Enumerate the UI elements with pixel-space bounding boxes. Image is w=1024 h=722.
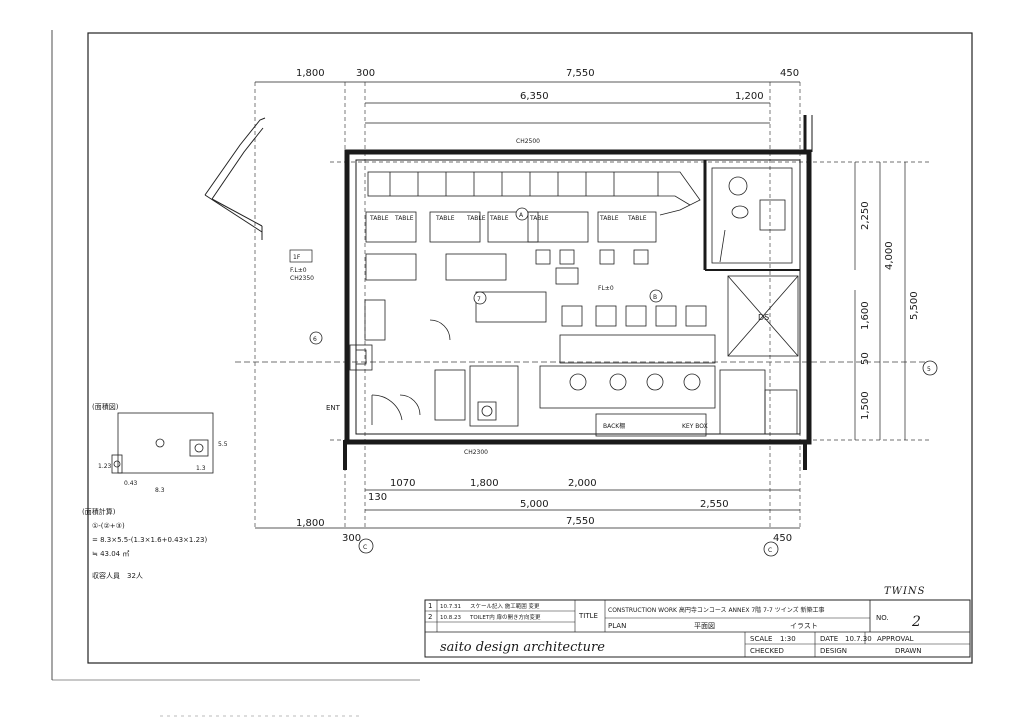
dim-top-300: 300 <box>356 68 375 79</box>
dim-bottom-5000: 5,000 <box>520 499 549 510</box>
dim-bottom-1070: 1070 <box>390 478 415 489</box>
ds-label: DS <box>758 313 769 322</box>
twins-stamp: TWINS <box>884 586 926 597</box>
drawing-frame <box>51 30 973 681</box>
ch-top-label: CH2500 <box>516 138 540 145</box>
grid-marker-7: 7 <box>477 296 481 303</box>
kitchen-equipment <box>434 365 798 437</box>
dim-bottom-total-7550: 7,550 <box>566 516 595 527</box>
room-tag-box <box>289 249 313 263</box>
building-walls <box>343 115 813 470</box>
rev-2-date: 10.8.23 <box>440 615 461 621</box>
dim-right-2250: 2,250 <box>860 201 871 230</box>
dining-tables <box>365 211 657 285</box>
dim-bottom-1800: 1,800 <box>470 478 499 489</box>
exterior-angled-walls <box>204 117 266 240</box>
title-label: TITLE <box>578 612 598 620</box>
table-label-2: TABLE <box>394 215 414 222</box>
rev-2-desc: TOILET内 扉の開き方向変更 <box>469 613 541 621</box>
table-label-5: TABLE <box>529 215 549 222</box>
dim-right-50: 50 <box>860 352 871 365</box>
date-value: 10.7.30 <box>845 635 872 643</box>
table-label-7: TABLE <box>627 215 647 222</box>
checked-label: CHECKED <box>750 647 784 655</box>
dim-top-6350: 6,350 <box>520 91 549 102</box>
grid-marker-5: 5 <box>927 366 931 373</box>
grid-marker-b: B <box>653 294 657 301</box>
grid-marker-6: 6 <box>313 336 317 343</box>
counter-stools <box>475 291 716 364</box>
rev-1-date: 10.7.31 <box>440 604 461 610</box>
table-label-6: TABLE <box>599 215 619 222</box>
dim-right-1500: 1,500 <box>860 391 871 420</box>
table-label-1: TABLE <box>369 215 389 222</box>
dim-bottom-2550: 2,550 <box>700 499 729 510</box>
dimension-lines <box>255 81 906 529</box>
dim-top-7550: 7,550 <box>566 68 595 79</box>
grid-marker-a: A <box>519 212 524 219</box>
grid-marker-c: C <box>363 544 367 551</box>
date-label: DATE <box>820 635 838 643</box>
room-tag-1f: 1F <box>293 254 301 261</box>
grid-marker-c2: C <box>768 547 772 554</box>
area-dim-123: 1.23 <box>98 463 112 470</box>
ch-label: CH2350 <box>290 275 314 282</box>
capacity-note: 収容人員 32人 <box>92 571 143 580</box>
dim-bottom-total-300: 300 <box>342 533 361 544</box>
area-calc-line1: ①-(②+③) <box>92 522 125 530</box>
dim-top-1800: 1,800 <box>296 68 325 79</box>
plan-value: 平面図 <box>694 622 715 630</box>
area-calc-line3: ≒ 43.04 ㎡ <box>92 550 129 558</box>
rev-1-desc: スケール記入 施工範囲 変更 <box>470 602 540 610</box>
ch-bottom-label: CH2300 <box>464 449 488 456</box>
fl-center-label: FL±0 <box>598 285 614 292</box>
rev-2-no: 2 <box>428 613 432 621</box>
area-diagram-heading: (面積図) <box>92 402 119 411</box>
dim-bottom-2000: 2,000 <box>568 478 597 489</box>
plan-sub: イラスト <box>790 622 818 630</box>
entrance-label: ENT <box>326 404 341 412</box>
dim-right-4000: 4,000 <box>884 241 895 270</box>
approval-label: APPROVAL <box>877 635 914 643</box>
grid-marker-circles <box>309 207 938 557</box>
table-label-8: TABLE <box>466 215 486 222</box>
back-shelf-label: BACK棚 <box>603 422 625 430</box>
design-label: DESIGN <box>820 647 847 655</box>
fl-label: F.L±0 <box>290 267 307 274</box>
area-calc-title: (面積計算) <box>82 507 116 516</box>
firm-name: saito design architecture <box>440 640 605 655</box>
structure-grid <box>235 82 930 530</box>
toilet-room <box>711 167 793 264</box>
title-block <box>424 599 971 658</box>
area-dim-043: 0.43 <box>124 480 138 487</box>
table-label-3: TABLE <box>435 215 455 222</box>
area-calc-line2: = 8.3×5.5-(1.3×1.6+0.43×1.23) <box>92 536 208 544</box>
dim-bottom-130: 130 <box>368 492 387 503</box>
area-diagram <box>111 412 214 474</box>
key-box-label: KEY BOX <box>682 423 708 430</box>
construction-work-title: CONSTRUCTION WORK 高円寺コンコース ANNEX 7階 7-7 … <box>608 606 825 614</box>
scale-value: 1:30 <box>780 635 796 643</box>
dim-right-5500: 5,500 <box>909 291 920 320</box>
area-dim-55: 5.5 <box>218 441 228 448</box>
area-dim-13: 1.3 <box>196 465 206 472</box>
dim-bottom-total-1800: 1,800 <box>296 518 325 529</box>
rev-1-no: 1 <box>428 602 432 610</box>
drawn-label: DRAWN <box>895 647 922 655</box>
no-label: NO. <box>876 614 889 622</box>
banquette-seating <box>367 171 701 216</box>
dim-top-1200: 1,200 <box>735 91 764 102</box>
dim-right-1600: 1,600 <box>860 301 871 330</box>
dim-bottom-total-450: 450 <box>773 533 792 544</box>
table-label-4: TABLE <box>489 215 509 222</box>
entrance-area <box>349 299 451 425</box>
scale-label: SCALE <box>750 635 772 643</box>
dim-top-450: 450 <box>780 68 799 79</box>
area-dim-83: 8.3 <box>155 487 165 494</box>
sheet-number: 2 <box>911 614 921 630</box>
ds-shaft <box>727 275 799 357</box>
plan-label: PLAN <box>608 622 626 630</box>
